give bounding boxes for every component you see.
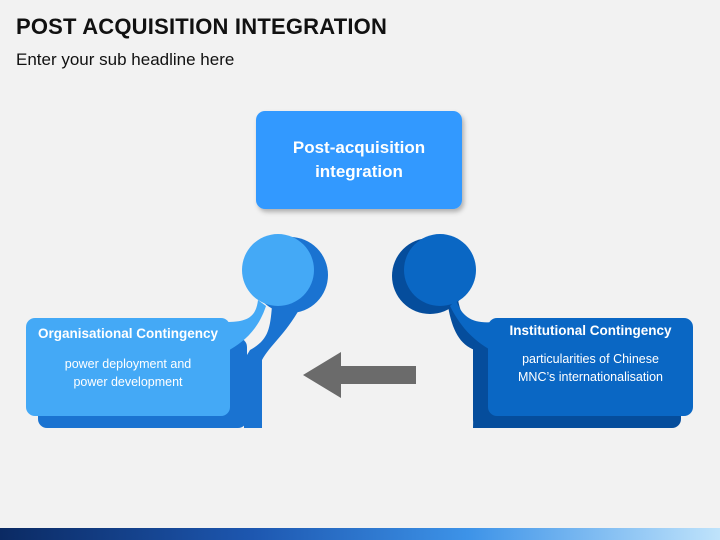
page-subtitle: Enter your sub headline here [16, 50, 235, 69]
arrow-left-icon [303, 352, 416, 398]
left-node[interactable] [26, 234, 328, 428]
left-card-front [26, 318, 230, 416]
left-card-title: Organisational Contingency [37, 326, 219, 341]
page-title: POST ACQUISITION INTEGRATION [16, 14, 388, 39]
left-connector-back [244, 306, 300, 428]
bottom-accent-bar [0, 528, 720, 540]
top-box: Post-acquisition integration [256, 111, 462, 209]
right-card-desc-line1: particularities of Chinese [522, 352, 659, 366]
left-card-desc-line1: power deployment and [64, 357, 192, 371]
left-card-desc: power deployment and power development [26, 355, 230, 391]
left-connector-front [226, 300, 266, 352]
right-circle-front [404, 234, 476, 306]
top-box-shape[interactable] [256, 111, 462, 209]
top-box-line2: integration [315, 162, 403, 181]
left-circle-front [242, 234, 314, 306]
right-connector-front [450, 300, 494, 352]
top-box-line1: Post-acquisition [292, 138, 426, 157]
right-card-desc-line2: MNC’s internationalisation [518, 370, 663, 384]
right-card-title: Institutional Contingency [509, 323, 672, 338]
right-node[interactable] [392, 234, 693, 428]
left-card-desc-line2: power development [73, 375, 183, 389]
right-card-desc: particularities of Chinese MNC’s interna… [488, 350, 693, 386]
right-card-front [488, 318, 693, 416]
